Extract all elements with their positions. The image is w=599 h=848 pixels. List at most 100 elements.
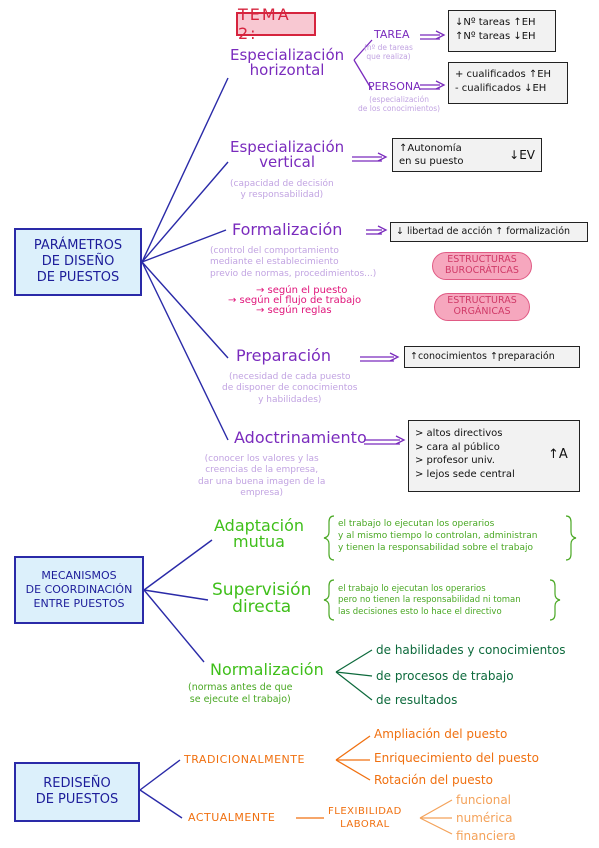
list-item: → según el puesto [256, 285, 348, 296]
flexibilidad-item: numérica [456, 811, 513, 825]
result-line: - cualificados ↓EH [455, 82, 547, 94]
concept-supervision-directa: Supervisión directa [212, 582, 311, 616]
note-line: de los conocimientos) [358, 104, 441, 114]
concept-name-line: Supervisión [212, 580, 312, 600]
note-line: (capacidad de decisión [230, 179, 334, 189]
formalizacion-note: (control del comportamiento mediante el … [210, 246, 376, 280]
persona-label: PERSONA [368, 80, 421, 93]
list-item: → según el flujo de trabajo [228, 295, 362, 306]
section-label-line: DE PUESTOS [36, 270, 120, 286]
concept-formalizacion: Formalización [232, 220, 343, 239]
normalizacion-note: (normas antes de que se ejecute el traba… [188, 682, 293, 707]
tradicional-item: Ampliación del puesto [374, 727, 508, 741]
desc-line: las decisiones esto lo hace el directivo [338, 606, 502, 617]
pill-estructuras-burocraticas: ESTRUCTURAS BUROCRÁTICAS [432, 252, 532, 280]
formalizacion-items: → según el puesto → según el flujo de tr… [228, 286, 361, 316]
note-line: (especialización [369, 95, 429, 104]
concept-adaptacion-mutua: Adaptación mutua [214, 518, 304, 550]
result-line: > cara al público [415, 441, 500, 453]
result-line: ↑Nº tareas ↓EH [455, 30, 536, 42]
note-line: mediante el establecimiento [210, 257, 339, 268]
result-line: ↓Nº tareas ↑EH [455, 17, 536, 28]
adaptacion-desc: el trabajo lo ejecutan los operarios y a… [338, 518, 537, 554]
especializacion-vertical-note: (capacidad de decisión y responsabilidad… [230, 179, 334, 202]
note-line: creencias de la empresa, [205, 465, 319, 476]
tarea-label: TAREA [374, 28, 410, 41]
result-line: > profesor univ. [415, 455, 495, 466]
section-label-line: PARÁMETROS [33, 237, 123, 253]
desc-line: pero no tienen la responsabilidad ni tom… [338, 595, 521, 606]
result-line: ↓ libertad de acción ↑ formalización [396, 226, 571, 237]
pill-line: ORGÁNICAS [453, 306, 511, 317]
result-line: ↑Autonomía [399, 142, 462, 154]
section-label-line: DE DISEÑO [41, 253, 115, 269]
concept-adoctrinamiento: Adoctrinamiento [234, 428, 367, 447]
flex-line: FLEXIBILIDAD [328, 806, 402, 817]
adoctrinamiento-note: (conocer los valores y las creencias de … [198, 454, 325, 499]
tradicional-item: Enriquecimiento del puesto [374, 751, 539, 765]
note-line: de disponer de conocimientos [222, 383, 358, 394]
note-line: empresa) [240, 487, 284, 498]
list-item: → según reglas [256, 305, 332, 316]
note-line: (nº de tareas [364, 43, 413, 52]
section-box-parametros: PARÁMETROS DE DISEÑO DE PUESTOS [14, 228, 142, 296]
concept-name-line: mutua [233, 532, 285, 551]
note-line: (normas antes de que [188, 682, 293, 693]
flexibilidad-item: funcional [456, 793, 512, 807]
section-label-line: ENTRE PUESTOS [33, 596, 125, 610]
concept-name-line: horizontal [249, 61, 325, 79]
section-label-line: DE PUESTOS [35, 792, 119, 807]
concept-name-line: directa [232, 597, 292, 617]
note-line: (control del comportamiento [210, 246, 339, 256]
desc-line: y tienen la responsabilidad sobre el tra… [338, 543, 533, 554]
concept-preparacion: Preparación [236, 346, 331, 365]
section-label-line: DE COORDINACIÓN [25, 583, 133, 597]
desc-line: y al mismo tiempo lo controlan, administ… [338, 531, 538, 542]
desc-line: el trabajo lo ejecutan los operarios [338, 584, 486, 594]
supervision-desc: el trabajo lo ejecutan los operarios per… [338, 584, 521, 618]
note-line: dar una buena imagen de la [198, 476, 326, 487]
result-value: ↓EV [509, 148, 535, 162]
persona-note: (especialización de los conocimientos) [358, 95, 440, 114]
result-line: > altos directivos [415, 428, 503, 439]
result-line: > lejos sede central [415, 468, 515, 480]
section-box-rediseno: REDISEÑO DE PUESTOS [14, 762, 140, 822]
note-line: que realiza) [366, 52, 411, 62]
note-line: (necesidad de cada puesto [228, 372, 351, 382]
adoctrinamiento-result: ↑A [548, 447, 568, 462]
concept-normalizacion: Normalización [210, 660, 324, 679]
pill-line: ESTRUCTURAS [447, 254, 517, 266]
section-label-line: MECANISMOS [41, 569, 117, 583]
concept-name-line: Especialización [230, 138, 345, 156]
concept-name-line: Adaptación [214, 516, 305, 535]
concept-name-line: Especialización [230, 46, 345, 64]
normalizacion-item: de habilidades y conocimientos [376, 643, 566, 657]
normalizacion-item: de procesos de trabajo [376, 669, 514, 683]
concept-especializacion-horizontal: Especialización horizontal [230, 48, 344, 78]
especializacion-vertical-box: ↑Autonomía en su puesto ↓EV [392, 138, 542, 172]
section-box-mecanismos: MECANISMOS DE COORDINACIÓN ENTRE PUESTOS [14, 556, 144, 624]
note-line: (conocer los valores y las [204, 454, 319, 464]
formalizacion-box: ↓ libertad de acción ↑ formalización [390, 222, 588, 242]
pill-line: ESTRUCTURAS [447, 295, 517, 307]
note-line: y habilidades) [258, 394, 322, 405]
result-line: en su puesto [399, 156, 464, 167]
preparacion-box: ↑conocimientos ↑preparación [404, 346, 580, 368]
note-line: se ejecute el trabajo) [189, 694, 291, 706]
result-line: + cualificados ↑EH [455, 69, 552, 80]
flexibilidad-item: financiera [456, 829, 516, 843]
flexibilidad-laboral-label: FLEXIBILIDAD LABORAL [328, 806, 402, 831]
note-line: y responsabilidad) [240, 190, 324, 201]
tarea-result-box: ↓Nº tareas ↑EH ↑Nº tareas ↓EH [448, 10, 556, 52]
persona-result-box: + cualificados ↑EH - cualificados ↓EH [448, 62, 568, 104]
flex-line: LABORAL [340, 818, 390, 830]
result-line: ↑conocimientos ↑preparación [410, 351, 555, 362]
concept-especializacion-vertical: Especialización vertical [230, 140, 344, 170]
adoctrinamiento-box: > altos directivos > cara al público > p… [408, 420, 580, 492]
tarea-note: (nº de tareas que realiza) [364, 43, 413, 62]
desc-line: el trabajo lo ejecutan los operarios [338, 519, 495, 529]
pill-line: BUROCRÁTICAS [445, 265, 519, 276]
normalizacion-item: de resultados [376, 693, 458, 707]
actualmente-label: ACTUALMENTE [188, 811, 276, 824]
tradicionalmente-label: TRADICIONALMENTE [184, 753, 305, 766]
